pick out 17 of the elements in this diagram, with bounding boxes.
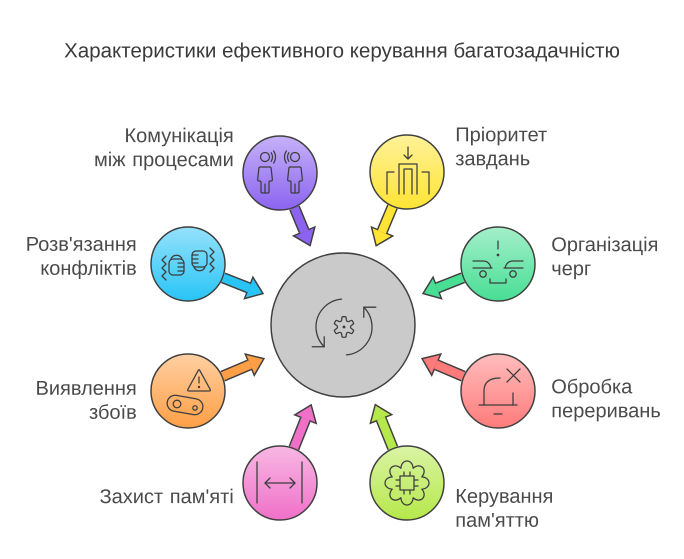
node-label: Керування пам'яттю [456,489,552,527]
node-label: Організація черг [552,236,658,280]
arrow [370,204,398,247]
arrow [369,404,398,450]
arrow [420,353,466,382]
arrow [220,353,266,382]
arrow [221,272,264,300]
node-label: Обробка переривань [552,378,660,422]
title: Характеристики ефективного керування багатозадачністю [64,42,620,62]
node-label: Пріоритет завдань [456,126,547,170]
node-label: Захист пам'яті [100,488,232,504]
arrow [288,404,318,450]
node-label: Виявлення збоїв [37,381,136,419]
arrow [422,272,465,300]
node-label: Розв'язання конфліктів [27,237,136,279]
arrow [289,206,316,247]
node-label: Комунікація між процесами [95,128,232,170]
